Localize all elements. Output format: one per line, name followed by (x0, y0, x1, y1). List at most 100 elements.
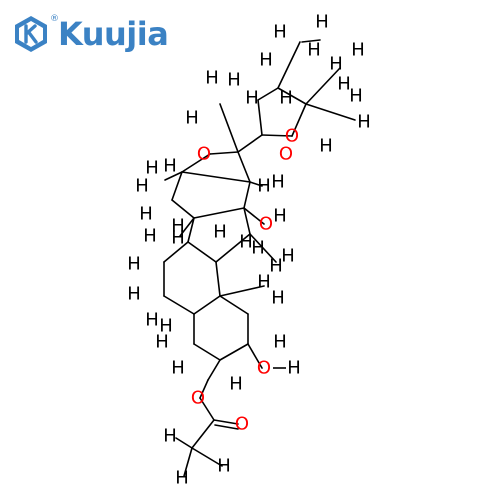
bond-line (219, 285, 265, 297)
hydrogen-atom-label: H (251, 238, 265, 259)
hydrogen-atom-label: H (279, 88, 293, 109)
bond-line (175, 437, 193, 449)
bond-line (209, 151, 239, 155)
hydrogen-atom-label: H (259, 50, 273, 71)
hydrogen-atom-label: H (171, 358, 185, 379)
hydrogen-atom-label: H (227, 70, 241, 91)
hydrogen-atom-label: H (163, 426, 177, 447)
hydrogen-atom-label: H (273, 206, 287, 227)
hydrogen-atom-label: H (273, 22, 287, 43)
hydrogen-atom-label: H (163, 156, 177, 177)
hydrogen-atom-label: H (145, 158, 159, 179)
bond-line (215, 261, 221, 297)
hydrogen-atom-label: H (257, 176, 271, 197)
hydrogen-atom-label: H (159, 316, 173, 337)
bond-line (243, 207, 251, 235)
bond-line (219, 103, 239, 153)
bond-line (305, 103, 356, 121)
hydrogen-atom-label: H (273, 332, 287, 353)
bond-line (199, 397, 215, 421)
hydrogen-atom-label: H (307, 40, 321, 61)
bond-line (215, 233, 251, 263)
bond-line (183, 447, 193, 477)
hydrogen-atom-label: H (337, 74, 351, 95)
bond-line (249, 233, 277, 263)
bond-line (171, 171, 183, 201)
bond-line (163, 241, 189, 263)
hydrogen-atom-label: H (257, 272, 271, 293)
hydrogen-atom-label: H (239, 232, 253, 253)
bond-line (193, 343, 221, 361)
bond-line (261, 134, 293, 137)
hydrogen-atom-label: H (287, 358, 301, 379)
bond-line (257, 99, 263, 136)
bond-line (291, 103, 307, 137)
bond-line (181, 171, 251, 183)
hydrogen-atom-label: H (315, 12, 329, 33)
hydrogen-atom-label: H (357, 112, 371, 133)
bond-line (305, 67, 341, 105)
hydrogen-atom-label: H (171, 216, 185, 237)
hydrogen-atom-label: H (127, 284, 141, 305)
hydroxyl-oxygen-label: O (257, 358, 271, 379)
hydrogen-atom-label: H (143, 226, 157, 247)
bond-line (181, 153, 211, 173)
hydrogen-atom-label: H (171, 228, 185, 249)
bond-line (193, 295, 221, 315)
hydrogen-atom-label: H (175, 468, 189, 489)
bond-line (219, 343, 249, 361)
oxygen-atom-label: O (279, 144, 293, 165)
oxygen-atom-label: O (259, 214, 273, 235)
bond-line (187, 217, 195, 243)
bond-line (237, 151, 251, 183)
kuujia-logo[interactable]: ® Kuujia (10, 12, 170, 56)
bond-line (277, 41, 301, 89)
hydrogen-atom-label: H (319, 136, 333, 157)
oxygen-atom-label: O (197, 144, 211, 165)
bond-line (247, 343, 263, 369)
bond-line (243, 207, 265, 225)
oxygen-atom-label: O (285, 126, 299, 147)
hydrogen-atom-label: H (281, 246, 295, 267)
bond-line (301, 39, 321, 43)
bond-line (219, 295, 249, 315)
hydrogen-atom-label: H (351, 40, 365, 61)
hexagon-k-icon (15, 16, 47, 52)
hydrogen-atom-label: H (205, 68, 219, 89)
bond-line (257, 87, 279, 101)
hydrogen-atom-label: H (213, 222, 227, 243)
bond-line (191, 447, 223, 467)
hydrogen-atom-label: H (139, 204, 153, 225)
bond-line (171, 199, 195, 219)
hydrogen-atom-label: H (269, 256, 283, 277)
bond-line (249, 181, 263, 187)
bond-line (207, 359, 221, 381)
bond-line (213, 419, 239, 425)
hydrogen-atom-label: H (127, 254, 141, 275)
bond-line (163, 295, 195, 315)
logo-wordmark: Kuujia (58, 15, 169, 53)
double-bond-line (214, 424, 239, 430)
bond-line (164, 171, 183, 181)
bond-line (193, 207, 245, 219)
hydrogen-atom-label: H (349, 86, 363, 107)
bond-lines (163, 39, 356, 477)
oxygen-atom-label: O (235, 414, 249, 435)
bond-line (277, 87, 307, 105)
bond-line (199, 379, 209, 399)
bond-line (179, 217, 195, 237)
bond-line (191, 419, 215, 449)
hydrogen-atom-label: H (271, 172, 285, 193)
hydrogen-atom-label: H (155, 332, 169, 353)
hydrogen-atom-label: H (217, 456, 231, 477)
hydrogen-atom-label: H (329, 54, 343, 75)
bond-line (243, 181, 251, 209)
bond-line (237, 134, 263, 153)
registered-mark: ® (50, 14, 59, 24)
hydrogen-atom-label: H (271, 288, 285, 309)
hydrogen-atom-label: H (145, 310, 159, 331)
hydrogen-atom-label: H (229, 374, 243, 395)
